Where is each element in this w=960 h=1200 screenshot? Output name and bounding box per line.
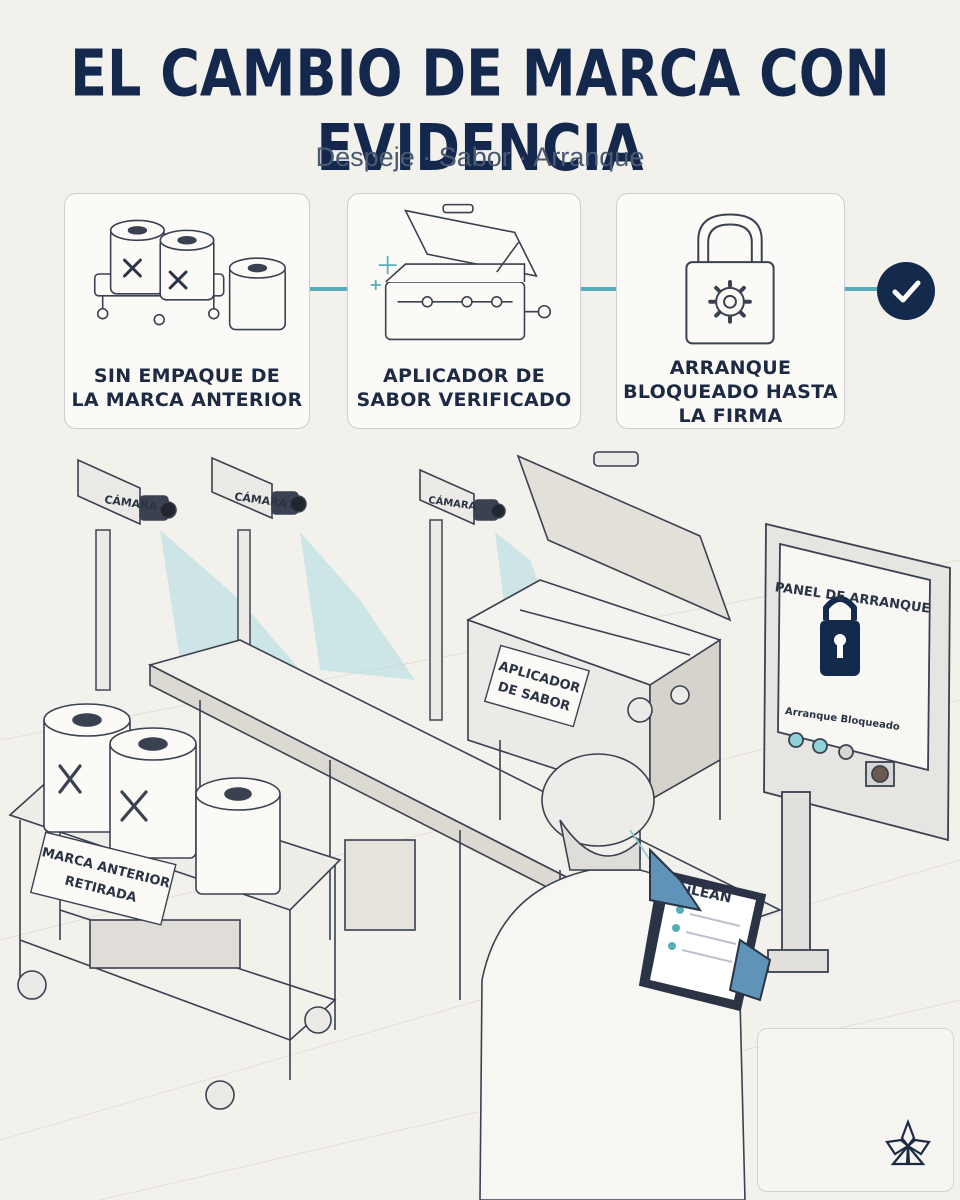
step-label: SIN EMPAQUE DE [93, 365, 281, 387]
check-circle-icon [877, 262, 935, 320]
step-connector [310, 287, 347, 291]
padlock-gear-icon [685, 213, 775, 345]
step-card-clearance: SIN EMPAQUE DE LA MARCA ANTERIOR [64, 193, 310, 429]
roll-crossed [109, 727, 197, 859]
step-label: SABOR VERIFICADO [356, 389, 572, 411]
step-label: ARRANQUE [669, 357, 792, 379]
camera-2 [211, 456, 307, 520]
step-card-startup-lock: ARRANQUE BLOQUEADO HASTA LA FIRMA [616, 193, 845, 429]
page-title: EL CAMBIO DE MARCA CON EVIDENCIA [70, 36, 890, 186]
step-connector [845, 287, 878, 291]
page-subtitle: Despeje · Sabor · Arranque [315, 142, 645, 172]
step-card-flavor: APLICADOR DE SABOR VERIFICADO [347, 193, 581, 429]
step-label: BLOQUEADO HASTA [623, 381, 838, 403]
camera-3 [419, 468, 506, 526]
step-label: LA MARCA ANTERIOR [71, 389, 303, 411]
flower-logo-icon [885, 1118, 931, 1166]
applicator-tank-icon [370, 203, 552, 341]
camera-1 [77, 458, 177, 526]
tablet [638, 847, 772, 1012]
step-connector [581, 287, 616, 291]
production-line-illustration: CÁMARA CÁMARA CÁMARA APLICADOR DE SABOR [0, 451, 960, 1200]
roll-crossed [43, 703, 131, 833]
rolls-cart-icon [93, 219, 286, 331]
step-label: LA FIRMA [678, 405, 783, 427]
startup-panel [763, 522, 951, 973]
step-label: APLICADOR DE [383, 365, 545, 387]
roll [195, 777, 281, 895]
